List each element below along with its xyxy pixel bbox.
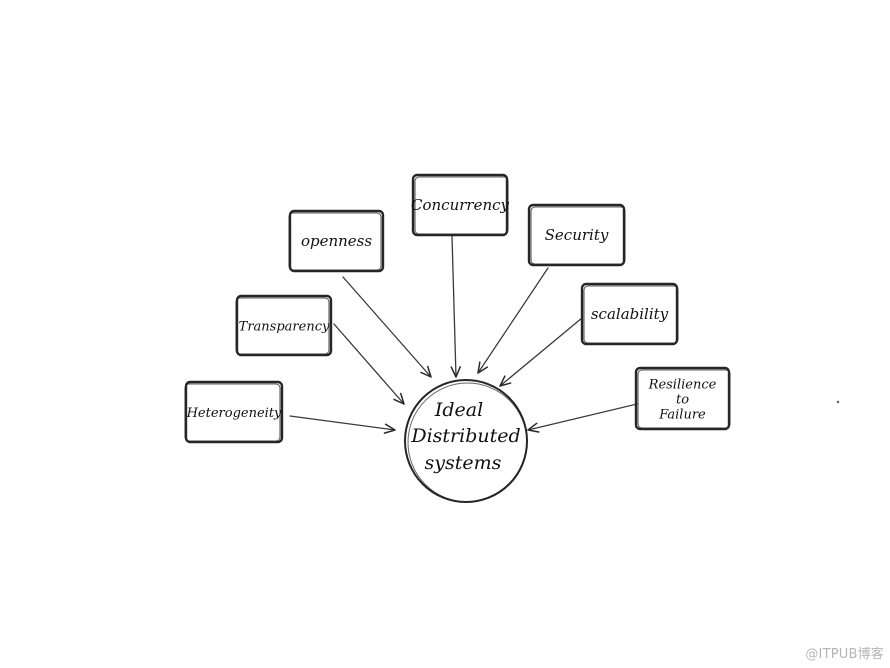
node-heterogeneity-box-stroke — [184, 383, 281, 442]
arrow-scalability — [499, 317, 583, 387]
arrow-concurrency — [450, 235, 461, 378]
arrow-openness-shaft — [342, 276, 432, 378]
arrow-scalability-shaft — [499, 317, 583, 387]
node-openness-box-stroke — [288, 212, 382, 271]
arrow-heterogeneity — [289, 415, 396, 434]
node-transparency: Transparency — [235, 294, 333, 357]
arrow-transparency-shaft — [333, 323, 405, 405]
arrow-transparency-head — [393, 392, 405, 405]
node-resilience-label-line-3: Failure — [658, 408, 706, 423]
center-label-line-3: systems — [425, 452, 502, 474]
center-label-line-1: Ideal — [434, 399, 483, 421]
node-heterogeneity: Heterogeneity — [184, 380, 284, 444]
node-security-box-stroke — [530, 206, 626, 265]
arrow-scalability-head — [499, 375, 512, 387]
arrow-security-shaft — [477, 267, 549, 374]
node-resilience-box-stroke — [637, 369, 731, 429]
node-heterogeneity-box — [184, 380, 284, 444]
watermark: @ITPUB博客 — [805, 647, 884, 662]
arrow-openness-head — [420, 365, 432, 378]
node-scalability-box-stroke — [583, 285, 679, 344]
node-security-box — [527, 203, 626, 267]
center-label-line-2: Distributed — [410, 425, 520, 447]
node-openness-box — [288, 209, 385, 273]
arrow-heterogeneity-head — [383, 423, 396, 434]
node-openness-label: openness — [301, 232, 372, 250]
node-resilience-label-line-2: to — [676, 393, 689, 408]
node-scalability-label: scalability — [591, 305, 669, 323]
arrow-resilience-head — [527, 422, 540, 433]
node-transparency-box-stroke — [235, 297, 330, 355]
node-scalability-box — [580, 282, 679, 346]
node-heterogeneity-label: Heterogeneity — [186, 406, 282, 421]
arrow-concurrency-head — [450, 366, 461, 378]
node-scalability: scalability — [580, 282, 679, 346]
node-security-label: Security — [545, 226, 609, 244]
edges — [289, 235, 638, 434]
arrow-security-head — [477, 361, 489, 374]
arrow-resilience — [527, 403, 638, 433]
node-concurrency-box — [411, 173, 509, 237]
stray-dot — [836, 400, 840, 404]
arrow-concurrency-shaft — [451, 235, 457, 378]
arrow-security — [477, 267, 549, 374]
node-concurrency-label: Concurrency — [411, 196, 510, 214]
node-security: Security — [527, 203, 626, 267]
node-transparency-label: Transparency — [239, 320, 330, 335]
center-node: Ideal Distributed systems — [404, 379, 528, 503]
node-openness: openness — [288, 209, 385, 273]
node-resilience-label-line-1: Resilience — [648, 378, 717, 393]
node-transparency-box — [235, 294, 333, 357]
arrow-openness — [342, 276, 432, 378]
arrow-heterogeneity-shaft — [289, 415, 396, 431]
node-concurrency: Concurrency — [411, 173, 510, 237]
arrow-transparency — [333, 323, 405, 405]
node-concurrency-box-stroke — [414, 176, 509, 235]
node-resilience-box — [634, 366, 731, 431]
arrow-resilience-shaft — [527, 403, 638, 431]
